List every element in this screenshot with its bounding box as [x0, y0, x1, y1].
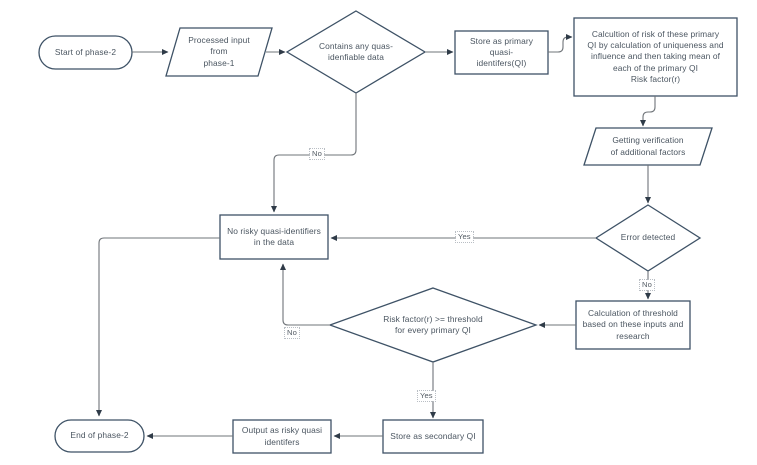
edge-no-risky-to-end: [96, 237, 220, 417]
edge-label-error-detected-yes: Yes: [455, 231, 474, 243]
shape-store-secondary: [382, 419, 484, 454]
edge-calc-risk-to-verification: [640, 96, 656, 127]
shape-verification: [583, 127, 713, 166]
edge-store-primary-to-calc-risk: [548, 34, 573, 53]
edge-label-risk-threshold-yes: Yes: [417, 390, 436, 402]
shape-risk-threshold: [328, 287, 538, 363]
shape-contains-quasi: [285, 10, 427, 94]
shape-error-detected: [594, 204, 702, 272]
shape-output-risky: [232, 419, 332, 454]
shape-end: [54, 419, 145, 453]
edge-label-risk-threshold-no: No: [284, 327, 300, 339]
shape-calc-risk: [573, 17, 738, 97]
edge-label-contains-quasi-no: No: [309, 148, 325, 160]
edge-risk-threshold-no-to-no-risky: [280, 263, 330, 326]
shape-start: [38, 35, 133, 70]
shape-no-risky: [219, 214, 329, 260]
shape-processed-input: [165, 27, 273, 77]
shape-store-primary: [454, 30, 549, 75]
edge-label-error-detected-no: No: [639, 279, 655, 291]
shape-calc-threshold: [575, 300, 691, 350]
